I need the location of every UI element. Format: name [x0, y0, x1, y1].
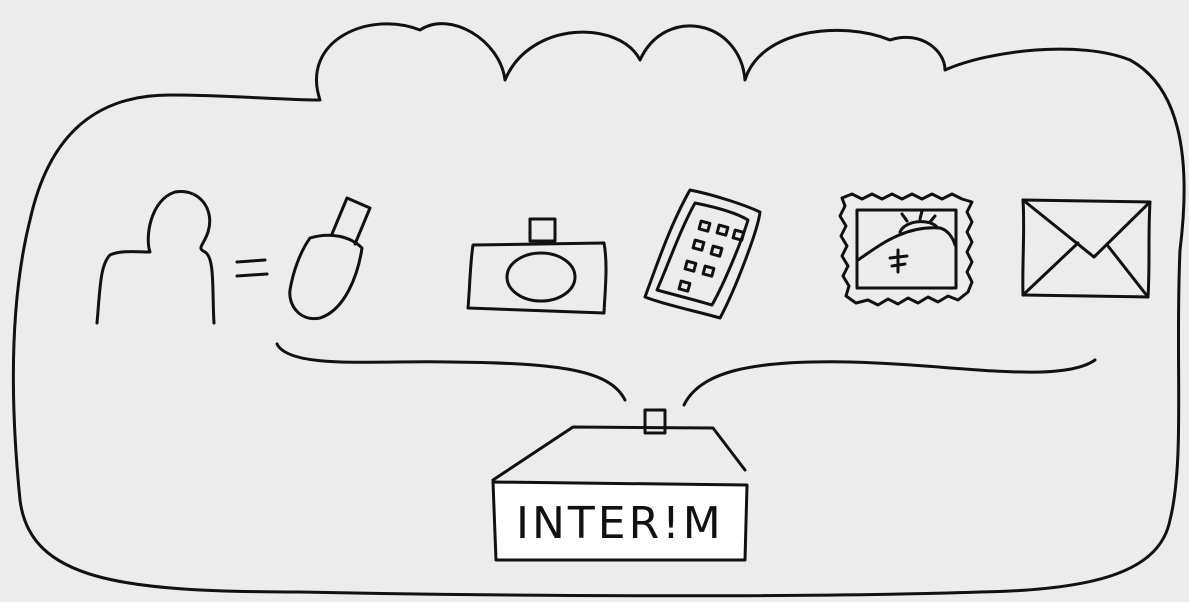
- mobile-phone-icon: [645, 190, 760, 318]
- hub-label: INTER!M: [516, 498, 724, 549]
- connector-brace: [277, 344, 1095, 405]
- person-icon: [97, 192, 214, 323]
- equals-icon: [237, 260, 267, 276]
- usb-stick-icon: [290, 198, 370, 319]
- envelope-icon: [1023, 200, 1150, 297]
- camera-icon: [468, 219, 606, 313]
- photo-stamp-icon: [840, 194, 972, 305]
